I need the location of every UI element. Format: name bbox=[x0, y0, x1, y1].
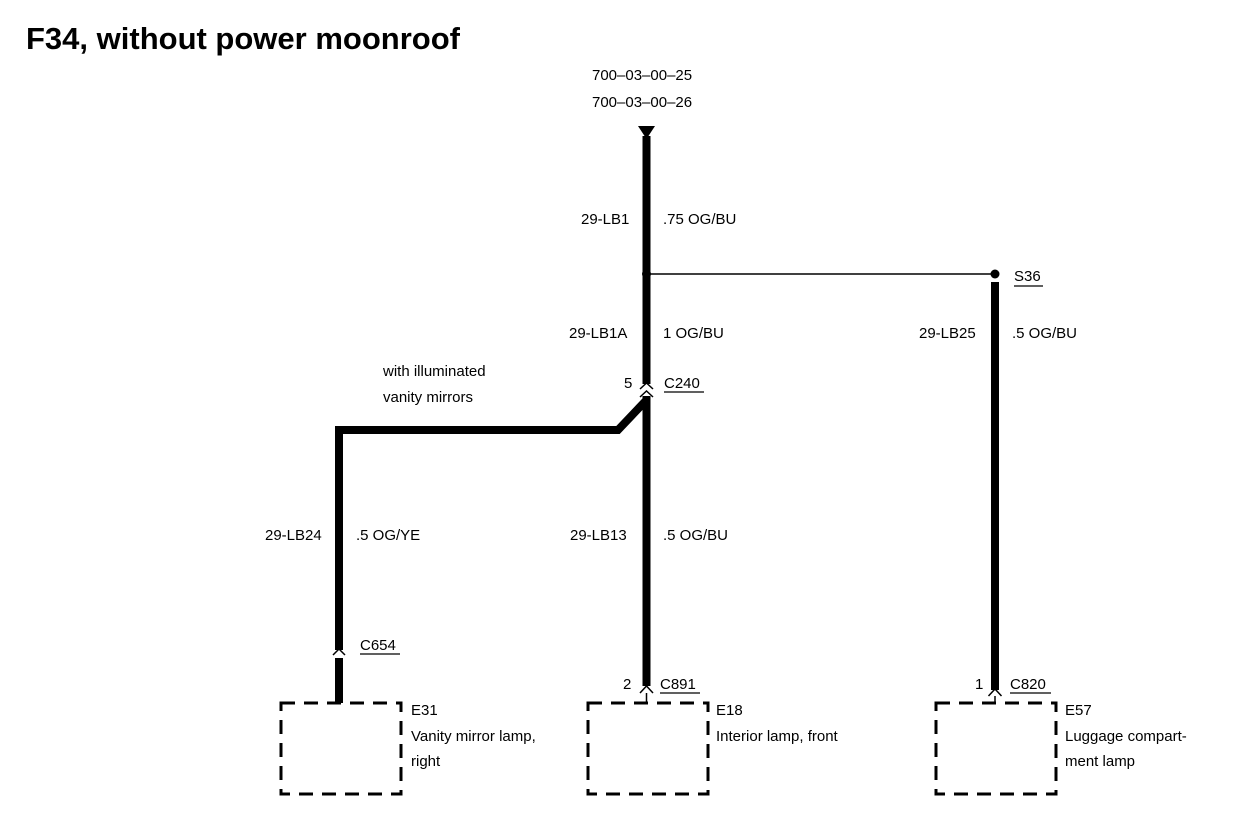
component-code-e57: E57 bbox=[1065, 702, 1092, 719]
connector-c820-pin: 1 bbox=[975, 676, 983, 693]
wire-spec-feed: .75 OG/BU bbox=[663, 211, 736, 228]
wire-id-vanity: 29-LB24 bbox=[265, 527, 322, 544]
wire-spec-main: 1 OG/BU bbox=[663, 325, 724, 342]
connector-c820-icon bbox=[987, 687, 1003, 697]
wire-id-feed: 29-LB1 bbox=[581, 211, 629, 228]
component-code-e18: E18 bbox=[716, 702, 743, 719]
connector-c891-icon bbox=[639, 684, 654, 694]
splice-dot-left bbox=[642, 269, 651, 279]
component-desc-e18-1: Interior lamp, front bbox=[716, 728, 839, 745]
wire-vanity bbox=[335, 397, 650, 650]
connector-c891-pin: 2 bbox=[623, 676, 631, 693]
connector-c891-label: C891 bbox=[660, 676, 696, 693]
connector-c240-bottom-icon bbox=[639, 389, 654, 398]
connector-c820-label: C820 bbox=[1010, 676, 1046, 693]
wire-spec-vanity: .5 OG/YE bbox=[356, 527, 420, 544]
wire-id-right: 29-LB25 bbox=[919, 325, 976, 342]
component-desc-e31-1: Vanity mirror lamp, bbox=[411, 728, 536, 745]
diagram-title: F34, without power moonroof bbox=[26, 21, 461, 56]
component-desc-e31-2: right bbox=[411, 753, 441, 770]
wire-spec-interior: .5 OG/BU bbox=[663, 527, 728, 544]
component-desc-e57-2: ment lamp bbox=[1065, 753, 1135, 770]
source-ref-2: 700–03–00–26 bbox=[592, 94, 692, 111]
vanity-note-line-1: with illuminated bbox=[382, 363, 486, 380]
connector-c240-top-icon bbox=[639, 381, 654, 390]
vanity-note-line-2: vanity mirrors bbox=[383, 389, 473, 406]
connector-c654-top-icon bbox=[332, 647, 346, 656]
component-box-e18 bbox=[586, 701, 710, 796]
source-ref-1: 700–03–00–25 bbox=[592, 67, 692, 84]
splice-dot-s36 bbox=[990, 269, 1000, 279]
wire-id-interior: 29-LB13 bbox=[570, 527, 627, 544]
connector-c240-label: C240 bbox=[664, 375, 700, 392]
connector-c240-pin: 5 bbox=[624, 375, 632, 392]
feed-arrow-icon bbox=[638, 126, 655, 139]
component-box-e31 bbox=[279, 701, 403, 796]
wire-spec-right: .5 OG/BU bbox=[1012, 325, 1077, 342]
component-desc-e57-1: Luggage compart- bbox=[1065, 728, 1187, 745]
wire-id-main: 29-LB1A bbox=[569, 325, 627, 342]
component-code-e31: E31 bbox=[411, 702, 438, 719]
component-box-e57 bbox=[934, 701, 1058, 796]
splice-label: S36 bbox=[1014, 268, 1041, 285]
connector-c654-label: C654 bbox=[360, 637, 396, 654]
